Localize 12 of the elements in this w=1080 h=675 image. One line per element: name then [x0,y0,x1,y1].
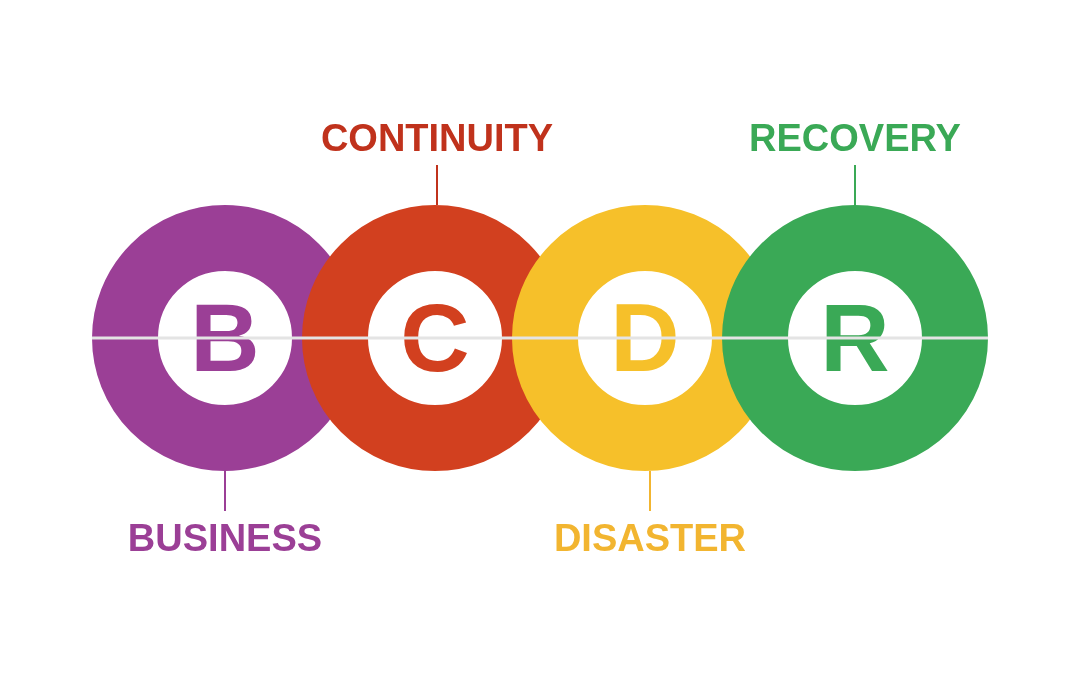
letter-label: D [610,288,680,388]
leader-line [436,164,438,206]
letter-label: C [400,288,470,388]
leader-line [649,469,651,512]
letter-label: B [190,288,260,388]
leader-line [854,164,856,206]
word-label: DISASTER [553,517,747,559]
letter-label: R [820,288,890,388]
leader-line [224,470,226,512]
word-label: CONTINUITY [320,117,554,159]
word-label: RECOVERY [749,117,961,159]
word-label: BUSINESS [127,517,323,559]
